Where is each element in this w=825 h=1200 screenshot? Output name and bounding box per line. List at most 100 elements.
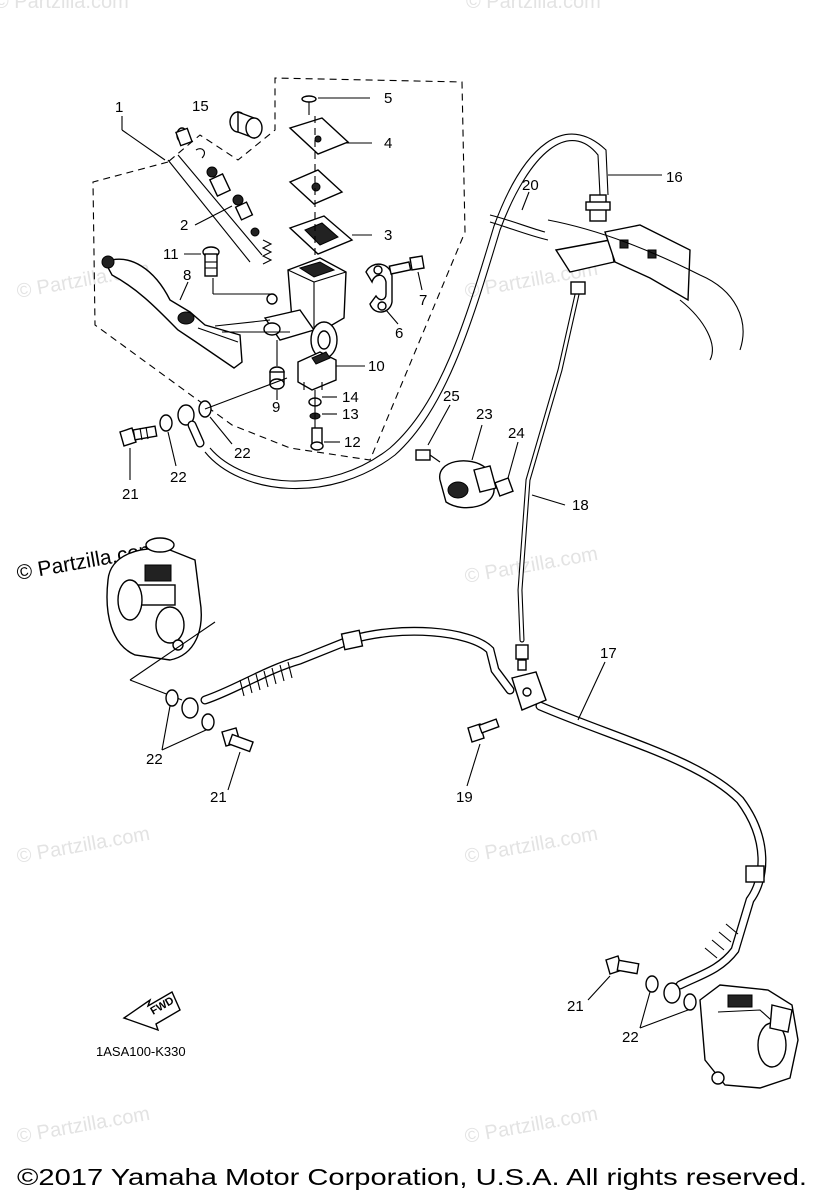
brake-switch-10-icon — [297, 351, 337, 391]
bolt-7-icon — [388, 255, 425, 275]
callouts: 1 2 3 4 5 6 7 8 9 10 11 12 13 14 15 16 1… — [115, 90, 683, 1046]
washer-22-icon — [645, 975, 659, 993]
leader-21 — [587, 975, 611, 1001]
callout-label: 14 — [342, 389, 359, 406]
leader-22 — [167, 431, 177, 467]
banjo-axis — [204, 377, 288, 410]
frame-outline — [547, 219, 744, 351]
switch-23-icon — [439, 460, 497, 509]
fitting-icon — [515, 644, 529, 660]
watermark: © Partzilla.com — [463, 823, 600, 868]
callout-label: 21 — [567, 998, 584, 1015]
watermark-layer: © Partzilla.com © Partzilla.com © Partzi… — [0, 0, 601, 1148]
washer-22-icon — [159, 414, 173, 432]
boot-9-icon — [269, 366, 285, 390]
callout-label: 15 — [192, 98, 209, 115]
callout-label: 5 — [384, 90, 392, 107]
washer-22-icon — [683, 993, 697, 1011]
leader-7 — [417, 271, 423, 291]
callout-label: 7 — [419, 292, 427, 309]
upper-banjo-group — [119, 377, 288, 480]
leader-2 — [194, 205, 233, 226]
right-brake-caliper-icon — [699, 984, 799, 1089]
screw-5-icon — [301, 95, 317, 115]
caliper-axis — [129, 621, 216, 681]
callout-label: 24 — [508, 425, 525, 442]
callout-label: 21 — [210, 789, 227, 806]
washer-22-icon — [201, 713, 215, 731]
callout-label: 22 — [234, 445, 251, 462]
callout-label: 8 — [183, 267, 191, 284]
watermark: © Partzilla.com — [466, 0, 601, 13]
leader-1 — [121, 129, 166, 161]
leader-20 — [521, 191, 530, 211]
banjo-bolt-21-icon — [119, 425, 158, 447]
callout-label: 2 — [180, 217, 188, 234]
callout-label: 13 — [342, 406, 359, 423]
pivot-bolt-11-icon — [202, 246, 220, 277]
leader-22 — [639, 991, 651, 1029]
callout-label: 19 — [456, 789, 473, 806]
copyright-footer: ©2017 Yamaha Motor Corporation, U.S.A. A… — [17, 1164, 807, 1190]
leader-6 — [385, 309, 399, 325]
forward-arrow-icon: FWD — [122, 991, 181, 1032]
leader-22 — [161, 729, 207, 751]
callout-label: 11 — [163, 246, 179, 263]
brake-hose-16 — [204, 140, 601, 489]
brake-hose-16 — [209, 133, 609, 482]
frame-outline — [679, 299, 713, 361]
banjo-bolt-21-icon — [605, 955, 640, 975]
leader-22 — [161, 705, 171, 751]
hose-junction-icon — [511, 671, 547, 711]
banjo-fitting-icon — [177, 404, 195, 426]
cap-15-icon — [229, 110, 263, 140]
leader-24 — [507, 441, 519, 479]
callout-label: 10 — [368, 358, 385, 375]
callout-label: 1 — [115, 99, 123, 116]
callout-label: 12 — [344, 434, 361, 451]
bracket-20-icon — [489, 214, 691, 302]
callout-label: 25 — [443, 388, 460, 405]
fitting-icon — [570, 281, 586, 295]
leader-19 — [466, 743, 481, 787]
leader-23 — [471, 424, 483, 461]
washer-22-icon — [165, 689, 179, 707]
callout-label: 22 — [146, 751, 163, 768]
callout-label: 4 — [384, 135, 392, 152]
callout-label: 3 — [384, 227, 392, 244]
watermark: © Partzilla.com — [0, 0, 129, 13]
watermark: © Partzilla.com — [15, 1103, 152, 1148]
banjo-fitting-icon — [181, 697, 199, 719]
left-brake-caliper-icon — [106, 537, 202, 661]
hose-ribbing — [239, 629, 765, 959]
leader-25 — [427, 404, 451, 446]
brake-lever-8-icon — [101, 255, 243, 369]
master-cylinder-body-icon — [263, 257, 347, 359]
leader-8 — [179, 281, 189, 301]
fitting-icon — [517, 659, 527, 671]
callout-label: 16 — [666, 169, 683, 186]
leader-17 — [577, 661, 606, 721]
connector-24-icon — [494, 477, 514, 497]
callout-label: 23 — [476, 406, 493, 423]
callout-label: 17 — [600, 645, 617, 662]
lever-axis — [214, 319, 271, 327]
leader-21 — [227, 751, 241, 791]
watermark: © Partzilla.com — [15, 823, 152, 868]
piston-axis — [167, 159, 251, 263]
callout-label: 22 — [170, 469, 187, 486]
screw-25-icon — [415, 449, 441, 463]
screw-12-icon — [310, 427, 324, 451]
piston-axis — [177, 154, 263, 256]
callout-label: 21 — [122, 486, 139, 503]
callout-label: 18 — [572, 497, 589, 514]
hose-joint-icon — [585, 194, 611, 222]
bolt-19-icon — [467, 718, 500, 743]
diagram-code: 1ASA100-K330 — [96, 1044, 186, 1059]
cover-hole — [314, 135, 322, 143]
callout-label: 20 — [522, 177, 539, 194]
brake-line-18 — [517, 287, 581, 643]
callout-label: 6 — [395, 325, 403, 342]
callout-label: 9 — [272, 399, 280, 416]
